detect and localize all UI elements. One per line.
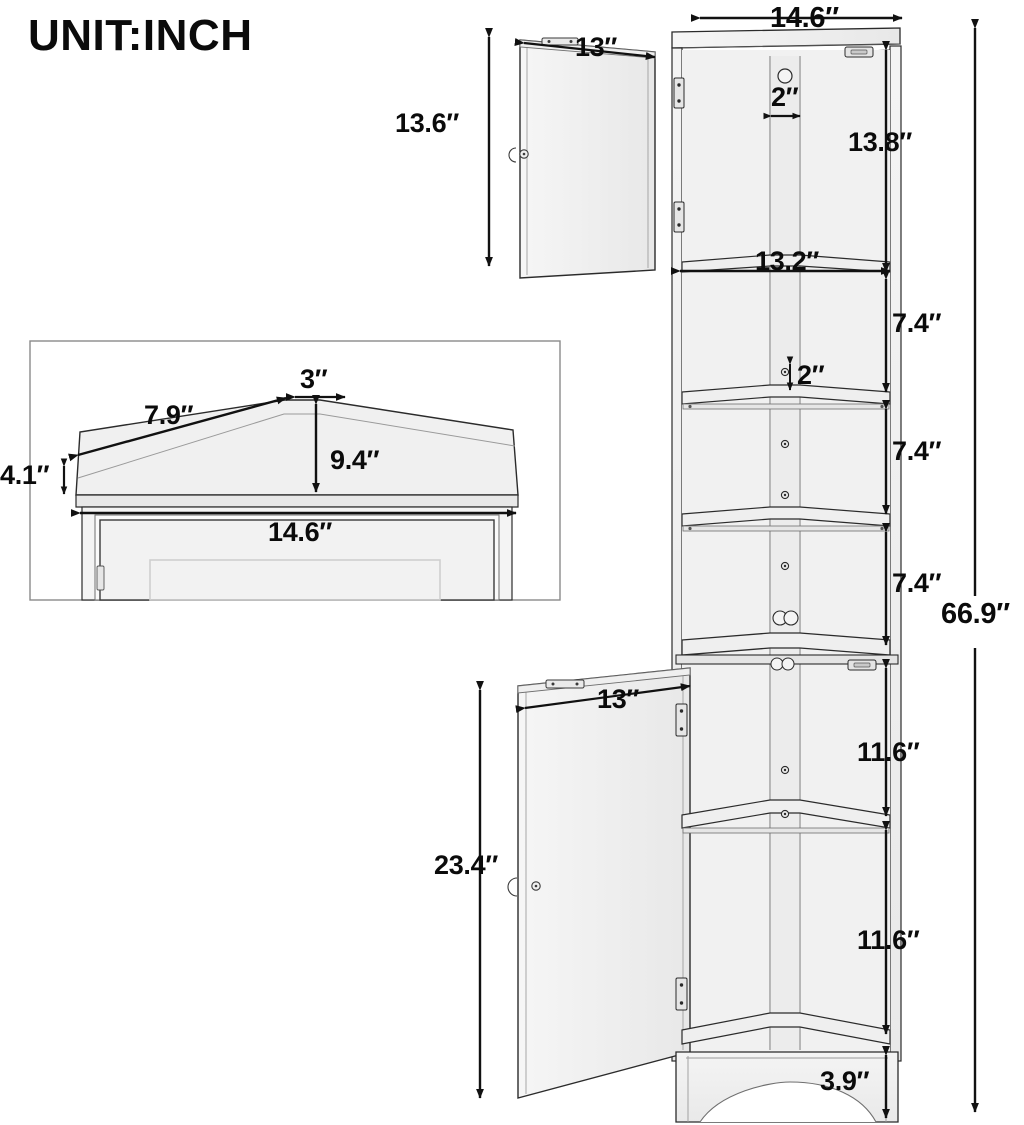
cabinet-carcass bbox=[671, 27, 902, 1062]
dim-label-upper-door-height: 13.6″ bbox=[395, 108, 459, 138]
dim-label-shelf-gap-1: 7.4″ bbox=[892, 308, 942, 338]
dim-label-inset-thickness: 4.1″ bbox=[0, 460, 50, 490]
lower-compartments bbox=[681, 657, 891, 1045]
dim-label-shelf-gap-2: 7.4″ bbox=[892, 436, 942, 466]
dim-label-upper-door-width: 13″ bbox=[575, 32, 618, 62]
dim-label-shelf-gap-3: 7.4″ bbox=[892, 568, 942, 598]
dim-label-lower-compartment-1: 11.6″ bbox=[857, 737, 920, 767]
dim-label-lower-compartment-2: 11.6″ bbox=[857, 925, 920, 955]
dim-label-upper-compartment-height: 13.8″ bbox=[848, 127, 912, 157]
page-title: UNIT:INCH bbox=[28, 11, 253, 60]
dim-label-inset-depth: 9.4″ bbox=[330, 445, 380, 475]
dim-label-overall-width: 14.6″ bbox=[770, 2, 839, 34]
dim-label-lower-door-width: 13″ bbox=[597, 684, 640, 714]
open-shelf-bay-2 bbox=[681, 439, 891, 532]
upper-door-open bbox=[508, 37, 685, 279]
dim-label-inset-ridge: 3″ bbox=[300, 364, 328, 394]
dim-label-shelf-thickness: 2″ bbox=[797, 360, 825, 390]
cabinet-base bbox=[675, 1051, 899, 1123]
dim-label-base-height: 3.9″ bbox=[820, 1066, 870, 1096]
dim-label-inset-front-width: 14.6″ bbox=[268, 517, 332, 547]
dim-label-interior-width: 13.2″ bbox=[755, 246, 819, 276]
dim-label-inset-slope: 7.9″ bbox=[144, 400, 194, 430]
lower-door-open bbox=[507, 667, 691, 1099]
dimension-lines bbox=[60, 14, 979, 1119]
dim-label-overall-height: 66.9″ bbox=[941, 598, 1010, 630]
top-view-detail-inset bbox=[29, 340, 561, 601]
dim-label-lower-door-height: 23.4″ bbox=[434, 850, 498, 880]
dim-label-upper-divider-width: 2″ bbox=[771, 82, 799, 112]
